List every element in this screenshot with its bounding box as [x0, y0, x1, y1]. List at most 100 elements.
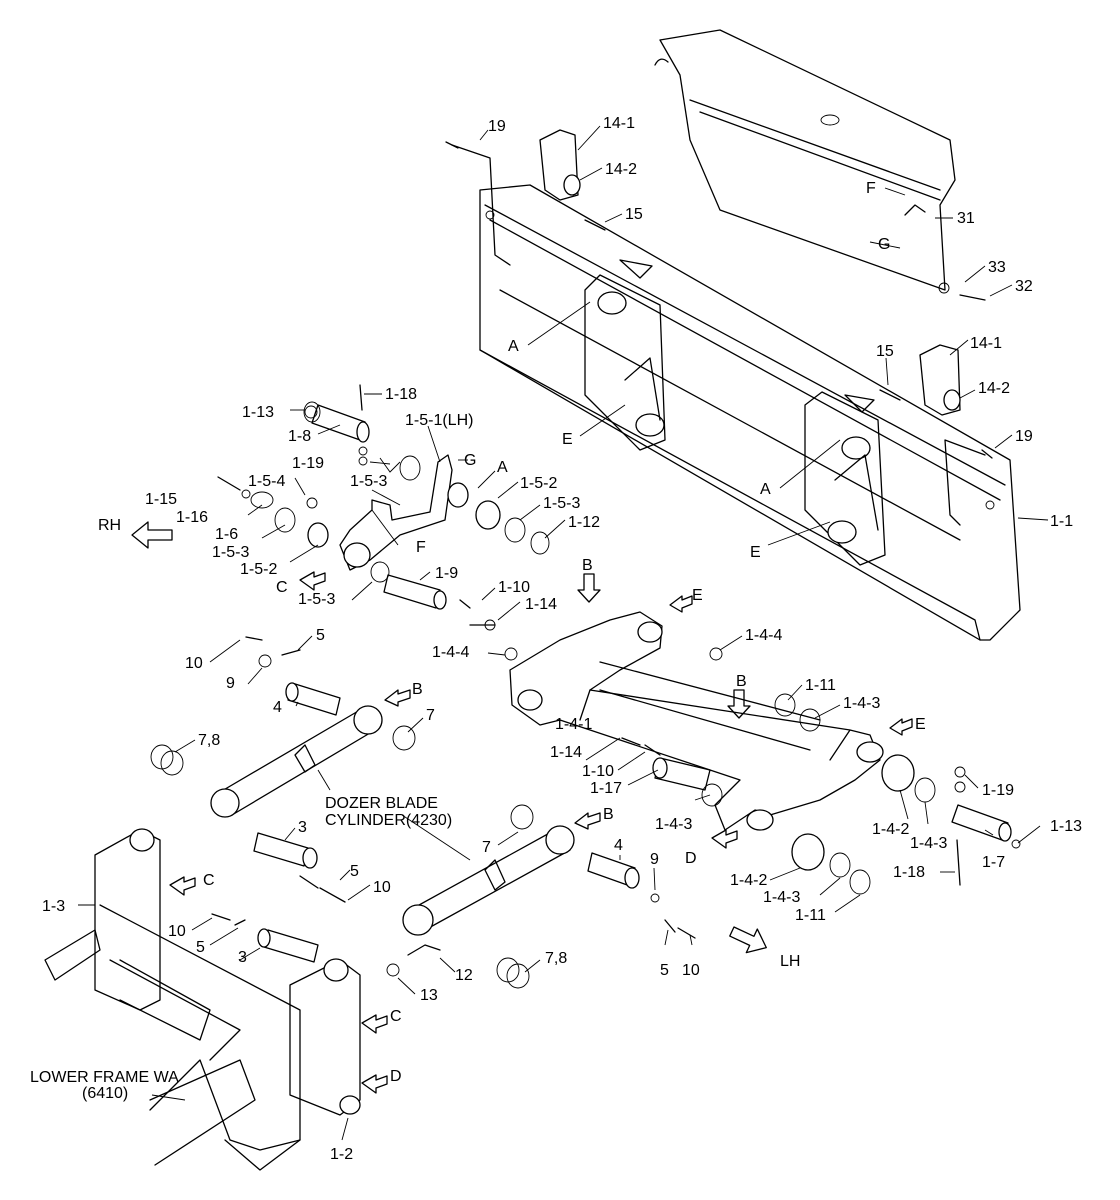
label-a-right: A [760, 481, 771, 498]
label-1-4-2-right: 1-4-2 [872, 821, 909, 838]
label-1-18-right: 1-18 [893, 864, 925, 881]
label-1-9: 1-9 [435, 565, 458, 582]
pin-19-right [944, 439, 993, 526]
pin-19-left [445, 141, 511, 266]
label-14-2-top: 14-2 [605, 161, 637, 178]
label-1-4-3-bottom: 1-4-3 [763, 889, 800, 906]
label-a-mid: A [497, 459, 508, 476]
label-1-1: 1-1 [1050, 513, 1073, 530]
label-1-8: 1-8 [288, 428, 311, 445]
label-1-14-mid: 1-14 [550, 744, 582, 761]
label-12: 12 [455, 967, 473, 984]
label-10-mid: 10 [373, 879, 391, 896]
label-1-7: 1-7 [982, 854, 1005, 871]
label-1-19-top: 1-19 [292, 455, 324, 472]
label-lower-frame: LOWER FRAME WA [30, 1069, 179, 1086]
label-b-upper: B [582, 557, 593, 574]
lh-arrow [729, 926, 767, 954]
lower-frame [44, 828, 361, 1171]
label-1-13-right: 1-13 [1050, 818, 1082, 835]
label-1-12: 1-12 [568, 514, 600, 531]
label-5-mid: 5 [350, 863, 359, 880]
label-d-lower: D [390, 1068, 402, 1085]
label-5-left: 5 [196, 939, 205, 956]
label-14-1-right: 14-1 [970, 335, 1002, 352]
label-1-5-2-b: 1-5-2 [240, 561, 277, 578]
label-1-15: 1-15 [145, 491, 177, 508]
label-b-cyl-top: B [412, 681, 423, 698]
label-g-top: G [878, 236, 890, 253]
hardware [211, 219, 1021, 977]
arrows [131, 521, 913, 1094]
label-1-11-bottom: 1-11 [795, 907, 826, 924]
label-5-top: 5 [316, 627, 325, 644]
label-1-14-top: 1-14 [525, 596, 557, 613]
label-4-top: 4 [273, 699, 282, 716]
label-15-top: 15 [625, 206, 643, 223]
label-1-5-2-a: 1-5-2 [520, 475, 557, 492]
label-1-11-top: 1-11 [805, 677, 836, 694]
pins-3-and-4 [253, 682, 640, 963]
label-1-4-2-bottom: 1-4-2 [730, 872, 767, 889]
leader-lines [78, 125, 1049, 1141]
label-f-mid: F [416, 539, 426, 556]
dozer-cylinder-lower [402, 825, 575, 936]
label-15-right: 15 [876, 343, 894, 360]
label-6410: (6410) [82, 1085, 128, 1102]
label-1-5-3-c: 1-5-3 [212, 544, 249, 561]
label-1-4-3-mid: 1-4-3 [655, 816, 692, 833]
bracket-14-1-left [539, 129, 581, 201]
label-7-8-bottom: 7,8 [545, 950, 567, 967]
label-1-5-1-lh: 1-5-1(LH) [405, 412, 473, 429]
label-1-4-4-left: 1-4-4 [432, 644, 469, 661]
label-d-right: D [685, 850, 697, 867]
label-31: 31 [957, 210, 975, 227]
label-7-mid: 7 [482, 839, 491, 856]
label-7-top: 7 [426, 707, 435, 724]
label-1-5-3-a: 1-5-3 [350, 473, 387, 490]
label-33: 33 [988, 259, 1006, 276]
label-c-lower: C [390, 1008, 402, 1025]
label-cylinder-4230: CYLINDER(4230) [325, 812, 452, 829]
frame-arm-1-4-1 [509, 611, 884, 831]
rh-arrow [131, 521, 173, 549]
label-b-mid: B [736, 673, 747, 690]
label-1-10-mid: 1-10 [582, 763, 614, 780]
label-1-4-1: 1-4-1 [555, 716, 592, 733]
label-1-3: 1-3 [42, 898, 65, 915]
label-c-left: C [203, 872, 215, 889]
label-f-top: F [866, 180, 876, 197]
label-19-right: 19 [1015, 428, 1033, 445]
label-g-mid: G [464, 452, 476, 469]
label-1-16: 1-16 [176, 509, 208, 526]
blade-sheet-31 [654, 29, 956, 291]
label-e-arm: E [692, 587, 703, 604]
label-1-17: 1-17 [590, 780, 622, 797]
label-1-4-3-right: 1-4-3 [910, 835, 947, 852]
label-1-2: 1-2 [330, 1146, 353, 1163]
label-e-mid: E [750, 544, 761, 561]
label-1-5-3-d: 1-5-3 [298, 591, 335, 608]
label-1-5-4: 1-5-4 [248, 473, 285, 490]
seals-7-8 [150, 725, 534, 989]
arrow-b-mid [727, 689, 751, 719]
label-7-8-top: 7,8 [198, 732, 220, 749]
label-10-left: 10 [168, 923, 186, 940]
label-1-4-4-right: 1-4-4 [745, 627, 782, 644]
label-1-13-top: 1-13 [242, 404, 274, 421]
callout-labels: 19 14-1 14-2 15 F 31 G 33 32 A 15 14-1 1… [30, 115, 1082, 1163]
label-10-bottom: 10 [682, 962, 700, 979]
label-1-18-top: 1-18 [385, 386, 417, 403]
label-1-19-right: 1-19 [982, 782, 1014, 799]
label-13: 13 [420, 987, 438, 1004]
label-9-mid: 9 [650, 851, 659, 868]
rh-pivot-parts [250, 401, 550, 610]
label-b-cyl-bottom: B [603, 806, 614, 823]
label-3-left: 3 [238, 949, 247, 966]
label-10-top: 10 [185, 655, 203, 672]
label-5-bottom: 5 [660, 962, 669, 979]
label-e-right: E [915, 716, 926, 733]
label-c-upper: C [276, 579, 288, 596]
label-1-6: 1-6 [215, 526, 238, 543]
